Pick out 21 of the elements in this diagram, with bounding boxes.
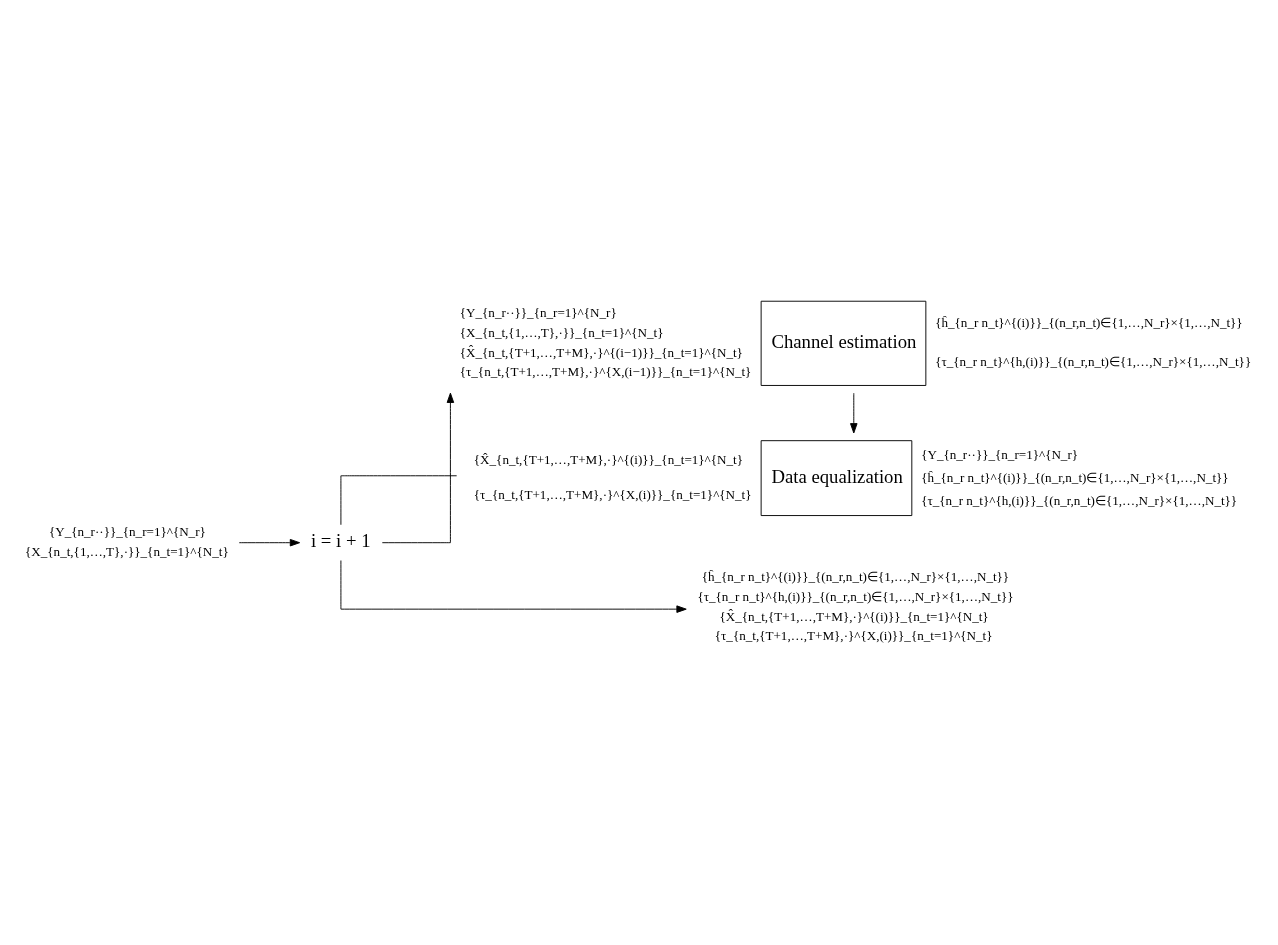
node-label: {τ_{n_r n_t}^{h,(i)}}_{(n_r,n_t)∈{1,…,N_r}×{1,…,N_t}} bbox=[921, 492, 1238, 508]
node-label: {τ_{n_r n_t}^{h,(i)}}_{(n_r,n_t)∈{1,…,N_r}×{1,…,N_t}} bbox=[935, 354, 1252, 370]
arrow bbox=[340, 560, 687, 613]
arrow bbox=[381, 392, 455, 544]
node-text: {Y_{n_r··}}_{n_r=1}^{N_r} {X_{n_t,{1,…,T},·}}_{n_t=1}^{N_t} bbox=[25, 524, 229, 559]
node-label: {τ_{n_t,{T+1,…,T+M},·}^{X,(i)}}_{n_t=1}^{N_t} bbox=[473, 486, 752, 502]
node-label: {ĥ_{n_r n_t}^{(i)}}_{(n_r,n_t)∈{1,…,N_r}×{1,…,N_t}} bbox=[921, 470, 1229, 486]
node-label: {X̂_{n_t,{T+1,…,T+M},·}^{(i)}}_{n_t=1}^{N_t} bbox=[473, 452, 743, 468]
arrow bbox=[238, 538, 301, 547]
node-label: {τ_{n_t,{T+1,…,T+M},·}^{X,(i−1)}}_{n_t=1}^{N_t} bbox=[459, 364, 752, 380]
node-label: {X_{n_t,{1,…,T},·}}_{n_t=1}^{N_t} bbox=[459, 324, 664, 340]
node-text: {ĥ_{n_r n_t}^{(i)}}_{(n_r,n_t)∈{1,…,N_r}×{1,…,N_t}} {τ_{n_r n_t}^{h,(i)}}_{(n_r,n_t)∈{1,…,N_r}×{1,…,N_t}} {X̂_{n_t,{T+1,…,T+M},·}^{(i)}}_{n_t=1}^{N_t} {τ_{n_t,{T+1,…,T+M},·}^{X,(i)}}_{n_t=1}^{N_t} bbox=[697, 569, 1014, 644]
node-label: {ĥ_{n_r n_t}^{(i)}}_{(n_r,n_t)∈{1,…,N_r}×{1,…,N_t}} bbox=[935, 315, 1243, 331]
node-box: Data equalization bbox=[760, 440, 913, 516]
node-text: i = i + 1 bbox=[310, 530, 371, 552]
node-box: Channel estimation bbox=[760, 300, 927, 386]
node-label: {Y_{n_r··}}_{n_r=1}^{N_r} bbox=[459, 305, 617, 321]
node-label: {X̂_{n_t,{T+1,…,T+M},·}^{(i−1)}}_{n_t=1}^{N_t} bbox=[459, 344, 743, 360]
arrow bbox=[850, 392, 858, 434]
connector bbox=[340, 475, 458, 526]
node-label: {Y_{n_r··}}_{n_r=1}^{N_r} bbox=[921, 446, 1079, 462]
